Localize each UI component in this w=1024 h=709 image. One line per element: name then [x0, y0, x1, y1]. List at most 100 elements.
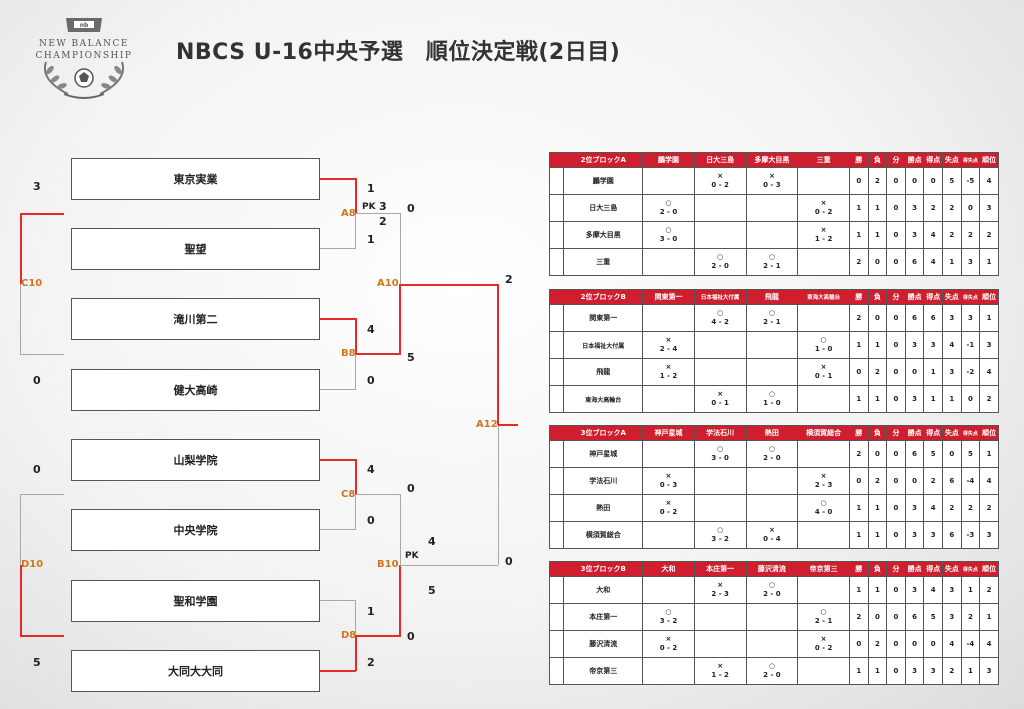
self-cell [745, 494, 799, 522]
stat-header: 得失点 [960, 425, 981, 441]
result-mark: × [768, 526, 775, 534]
result-mark: × [717, 172, 724, 180]
logo-text-line2: CHAMPIONSHIP [35, 51, 133, 61]
result-cell: ○2 - 0 [693, 248, 747, 276]
result-score: 0 - 2 [659, 508, 678, 516]
result-score: 2 - 0 [763, 671, 781, 679]
team-box: 中央学院 [71, 509, 320, 551]
row-number: 2 [548, 194, 565, 222]
result-score: 2 - 4 [659, 345, 678, 353]
header-cell [548, 561, 565, 577]
score: 4 [367, 323, 375, 336]
row-number: 3 [548, 630, 565, 658]
stat-cell: 0 [848, 358, 869, 386]
stat-header: 勝 [848, 289, 869, 305]
stat-cell: 0 [867, 603, 888, 631]
stat-cell: 3 [904, 221, 925, 249]
stat-cell: 0 [942, 440, 962, 468]
result-mark: ○ [717, 309, 724, 317]
result-mark: × [717, 390, 724, 398]
result-cell [745, 194, 799, 222]
stat-header: 負 [867, 289, 888, 305]
team-box: 聖和学園 [71, 580, 320, 622]
result-score: 2 - 0 [763, 454, 781, 462]
header-team: 帝京第三 [797, 561, 850, 577]
rank-cell: 3 [979, 331, 999, 359]
result-mark: ○ [820, 499, 827, 507]
result-cell: ○3 - 0 [642, 221, 695, 249]
result-mark: × [717, 581, 724, 589]
rank-cell: 1 [979, 603, 999, 631]
result-mark: ○ [820, 608, 827, 616]
score: 1 [367, 233, 375, 246]
result-mark: × [665, 472, 672, 480]
result-cell: ×2 - 4 [642, 331, 695, 359]
row-number: 3 [548, 494, 565, 522]
stat-cell: 0 [886, 576, 906, 604]
result-cell [745, 331, 799, 359]
rank-cell: 1 [979, 248, 999, 276]
result-cell: ×0 - 2 [693, 167, 747, 195]
result-cell: ×0 - 1 [693, 385, 747, 413]
result-cell: ×2 - 3 [693, 576, 747, 604]
score: 2 [505, 273, 513, 286]
row-number: 2 [548, 331, 565, 359]
stat-cell: 0 [904, 167, 925, 195]
row-team-name: 熱田 [563, 494, 644, 522]
tournament-logo: nb NEW BALANCE CHAMPIONSHIP [28, 12, 140, 100]
result-cell [797, 576, 850, 604]
result-cell: ○1 - 0 [797, 331, 850, 359]
self-cell [642, 576, 695, 604]
row-number: 1 [548, 576, 565, 604]
stat-cell: 0 [886, 167, 906, 195]
result-score: 2 - 1 [814, 617, 833, 625]
result-score: 2 - 1 [763, 262, 781, 270]
stat-header: 失点 [942, 425, 962, 441]
result-mark: × [665, 635, 672, 643]
self-cell [693, 603, 747, 631]
header-team: 東海大高輪台 [797, 289, 850, 305]
stat-header: 得点 [923, 152, 944, 168]
stat-cell: 0 [886, 221, 906, 249]
rank-cell: 3 [979, 657, 999, 685]
row-number: 2 [548, 603, 565, 631]
stat-cell: 3 [904, 521, 925, 549]
stat-cell: 1 [867, 657, 888, 685]
stat-header: 順位 [979, 289, 999, 305]
result-score: 0 - 2 [814, 644, 833, 652]
self-cell [797, 385, 850, 413]
result-cell [745, 467, 799, 495]
score: 1 [367, 605, 375, 618]
score: 0 [505, 555, 513, 568]
result-cell: ×0 - 2 [797, 630, 850, 658]
team-box: 山梨学院 [71, 439, 320, 481]
stat-cell: 2 [942, 194, 962, 222]
stat-cell: 0 [923, 167, 944, 195]
result-mark: × [665, 363, 672, 371]
stat-cell: 1 [923, 358, 944, 386]
team-box: 東京実業 [71, 158, 320, 200]
stat-cell: 2 [848, 603, 869, 631]
result-score: 3 - 0 [659, 235, 678, 243]
stat-cell: 0 [886, 194, 906, 222]
result-score: 0 - 2 [814, 208, 833, 216]
score: 0 [407, 202, 415, 215]
match-label-b10: B10 [377, 559, 399, 570]
stat-cell: 1 [867, 221, 888, 249]
stat-cell: 0 [904, 630, 925, 658]
stat-cell: 2 [942, 221, 962, 249]
stat-header: 失点 [942, 152, 962, 168]
stat-cell: 1 [848, 385, 869, 413]
stat-cell: 0 [867, 248, 888, 276]
result-cell: ×1 - 2 [642, 358, 695, 386]
result-score: 2 - 0 [711, 262, 729, 270]
header-team: 鵬学園 [642, 152, 695, 168]
result-mark: ○ [768, 662, 775, 670]
